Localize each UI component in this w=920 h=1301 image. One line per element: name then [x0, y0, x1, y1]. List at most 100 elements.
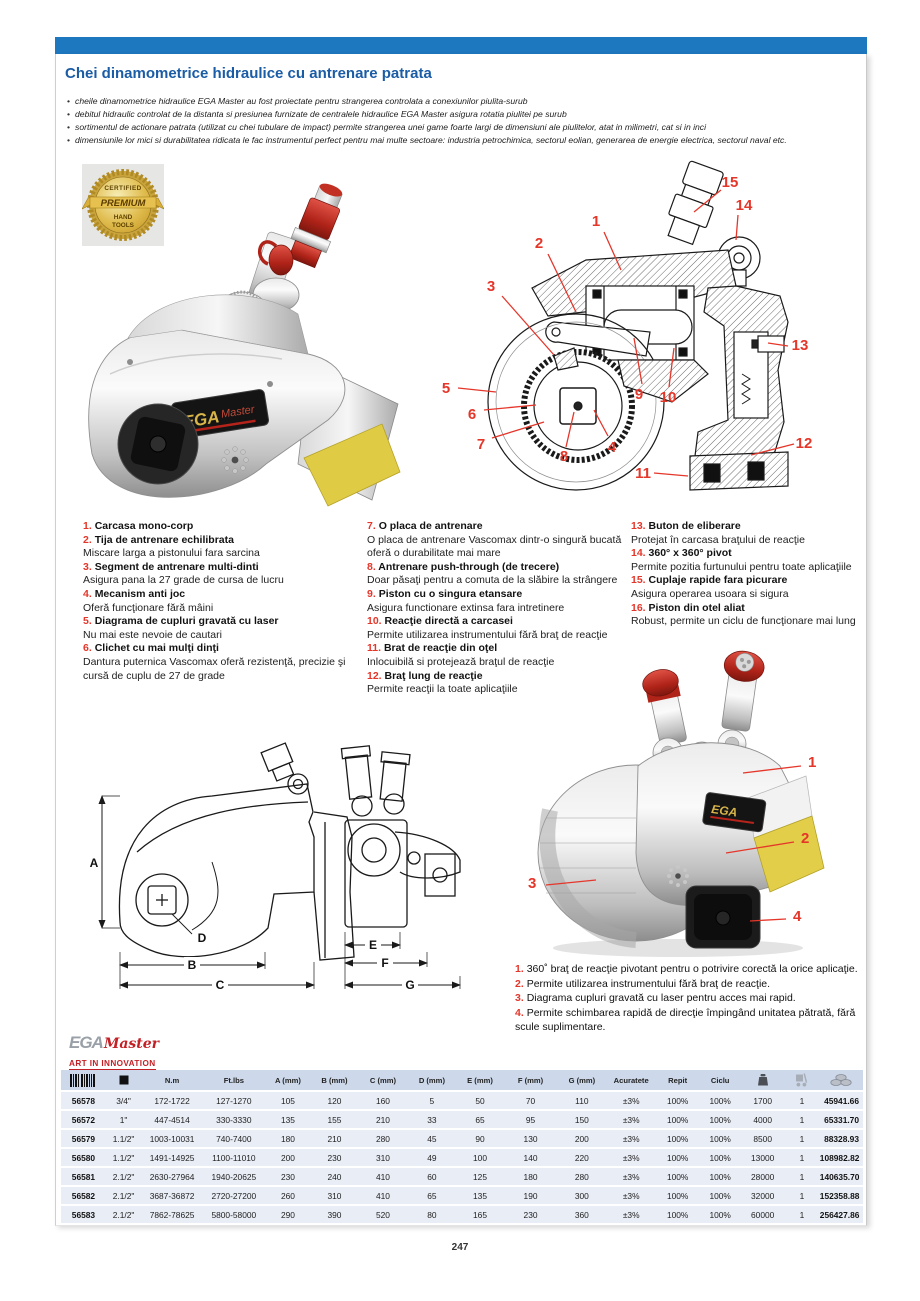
spec-value: 100% [655, 1130, 701, 1147]
logo-tagline: ART IN INNOVATION [69, 1059, 156, 1070]
price-value: 88328.93 [818, 1130, 863, 1147]
dim-E: E [369, 938, 377, 952]
callout-8: 8 [560, 448, 568, 465]
spec-value: 2.1/2" [105, 1187, 142, 1204]
barcode-icon [61, 1070, 106, 1090]
intro-bullet: cheile dinamometrice hidraulice EGA Mast… [67, 95, 859, 108]
price-value: 140635.70 [818, 1168, 863, 1185]
feature-title: 7. O placa de antrenare [367, 520, 483, 532]
side-view [118, 742, 355, 961]
column-header: Acuratete [607, 1070, 656, 1090]
callout-1: 1 [592, 213, 600, 230]
square-drive [117, 403, 199, 485]
spec-value: 172-1722 [141, 1092, 203, 1109]
spec-value: ±3% [607, 1187, 656, 1204]
spec-value: 410 [357, 1168, 409, 1185]
feature-title: 15. Cuplaje rapide fara picurare [631, 574, 788, 587]
product-code: 56579 [61, 1130, 106, 1147]
page-title: Chei dinamometrice hidraulice cu antrena… [65, 65, 432, 82]
callout-6: 6 [468, 406, 476, 423]
feature-desc: Doar păsaţi pentru a comuta de la slăbir… [367, 574, 618, 587]
spec-value: 200 [264, 1149, 312, 1166]
spec-value: 1 [785, 1206, 819, 1223]
callout-10: 10 [660, 389, 677, 406]
feature-desc: Nu mai este nevoie de cautari [83, 628, 222, 641]
column-header: B (mm) [311, 1070, 358, 1090]
spec-value: 2630-27964 [141, 1168, 203, 1185]
spec-value: 33 [408, 1111, 456, 1128]
spec-value: 360 [556, 1206, 608, 1223]
spec-value: 210 [357, 1111, 409, 1128]
spec-value: ±3% [607, 1092, 656, 1109]
spec-value: 520 [357, 1206, 409, 1223]
spec-value: 60 [408, 1168, 456, 1185]
spec-value: 100% [655, 1206, 701, 1223]
dim-A: A [90, 856, 99, 870]
product-photo-main: EGA Master [88, 183, 401, 507]
photo-callout-3: 3 [528, 875, 536, 892]
brand-plate2-ega: EGA [711, 802, 739, 819]
weight-icon [740, 1070, 786, 1090]
intro-bullet: debitul hidraulic controlat de la distan… [67, 108, 859, 121]
logo-master: Master [103, 1036, 160, 1052]
dim-G: G [405, 978, 414, 992]
spec-value: 50 [455, 1092, 505, 1109]
spec-value: 140 [504, 1149, 557, 1166]
spec-value: 100% [655, 1187, 701, 1204]
spec-value: 70 [504, 1092, 557, 1109]
feature-desc: Asigura operarea usoara si sigura [631, 587, 789, 600]
spec-value: 1.1/2" [105, 1149, 142, 1166]
feature-title: 10. Reacţie directă a carcasei [367, 615, 513, 628]
brand-plate-master: Master [220, 403, 256, 420]
diagram-callouts: 1 2 3 4 5 6 7 8 9 10 11 12 13 14 15 [442, 174, 813, 482]
cross-section-diagram: 1 2 3 4 5 6 7 8 9 10 11 12 13 14 15 [442, 160, 813, 491]
badge-tools: TOOLS [112, 222, 135, 229]
spec-value: 180 [504, 1168, 557, 1185]
price-value: 65331.70 [818, 1111, 863, 1128]
spec-value: 165 [455, 1206, 505, 1223]
premium-badge: CERTIFIED PREMIUM HAND TOOLS [82, 164, 164, 246]
spec-value: 100% [655, 1092, 701, 1109]
front-view [340, 745, 461, 928]
column-header: G (mm) [556, 1070, 608, 1090]
callout-15: 15 [722, 174, 739, 191]
spec-value: ±3% [607, 1111, 656, 1128]
brand-plate: EGA Master [170, 389, 270, 439]
feature-title: 9. Piston cu o singura etansare [367, 587, 523, 600]
spec-value: 90 [455, 1130, 505, 1147]
feature-desc: Protejat în carcasa braţului de reacţie [631, 533, 805, 546]
spec-value: 410 [357, 1187, 409, 1204]
spec-value: 100% [700, 1130, 741, 1147]
diagram-drawing [487, 160, 789, 491]
column-header: F (mm) [504, 1070, 557, 1090]
column-header: Ciclu [700, 1070, 741, 1090]
feature-title: 2. Tija de antrenare echilibrata [83, 533, 234, 546]
feature-title: 14. 360° x 360° pivot [631, 547, 732, 560]
column-header: N.m [141, 1070, 203, 1090]
spec-value: 130 [504, 1130, 557, 1147]
feature-title: 8. Antrenare push-through (de trecere) [367, 560, 560, 573]
dim-F: F [381, 956, 388, 970]
spec-value: 1003-10031 [141, 1130, 203, 1147]
coins-icon [818, 1070, 863, 1090]
badge-certified: CERTIFIED [104, 185, 141, 192]
spec-value: 1 [785, 1111, 819, 1128]
spec-value: 280 [357, 1130, 409, 1147]
column-header: E (mm) [455, 1070, 505, 1090]
feature-desc: O placa de antrenare Vascomax dintr-o si… [367, 533, 622, 560]
spec-value: 45 [408, 1130, 456, 1147]
spec-value: 1 [785, 1187, 819, 1204]
spec-value: 1 [785, 1092, 819, 1109]
product-code: 56572 [61, 1111, 106, 1128]
spec-value: 32000 [740, 1187, 786, 1204]
feature-title: 11. Brat de reacţie din oţel [367, 642, 498, 655]
photo-note: 2. Permite utilizarea instrumentului făr… [515, 977, 771, 990]
spec-value: 230 [264, 1168, 312, 1185]
spec-value: ±3% [607, 1130, 656, 1147]
